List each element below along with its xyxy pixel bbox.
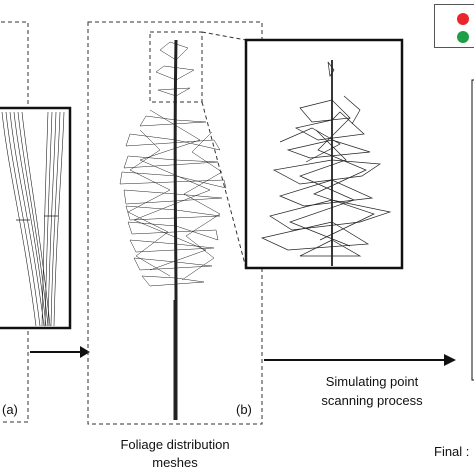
zoom-connector-top [201, 31, 247, 41]
right-panel-edge [471, 79, 474, 381]
arrow-a-to-b [30, 346, 90, 358]
arrow-b-to-sim [264, 354, 456, 366]
simulation-caption: Simulating point scanning process [296, 372, 448, 410]
simulation-caption-line2: scanning process [321, 393, 423, 408]
legend-dot-green [457, 31, 469, 43]
simulation-caption-line1: Simulating point [325, 374, 419, 389]
tree-mesh [119, 39, 227, 420]
zoom-connector-bottom [201, 101, 247, 269]
stem-zoom-inset [0, 106, 72, 330]
crown-zoom-inset [244, 38, 404, 270]
foliage-caption-line2: meshes [152, 455, 198, 470]
legend-box [434, 4, 474, 48]
foliage-caption: Foliage distribution meshes [96, 436, 254, 472]
panel-b-label: (b) [236, 402, 252, 417]
final-caption: Final : [434, 444, 470, 459]
legend-dot-red [457, 13, 469, 25]
foliage-caption-line1: Foliage distribution [120, 437, 230, 452]
panel-a-label: (a) [2, 402, 18, 417]
